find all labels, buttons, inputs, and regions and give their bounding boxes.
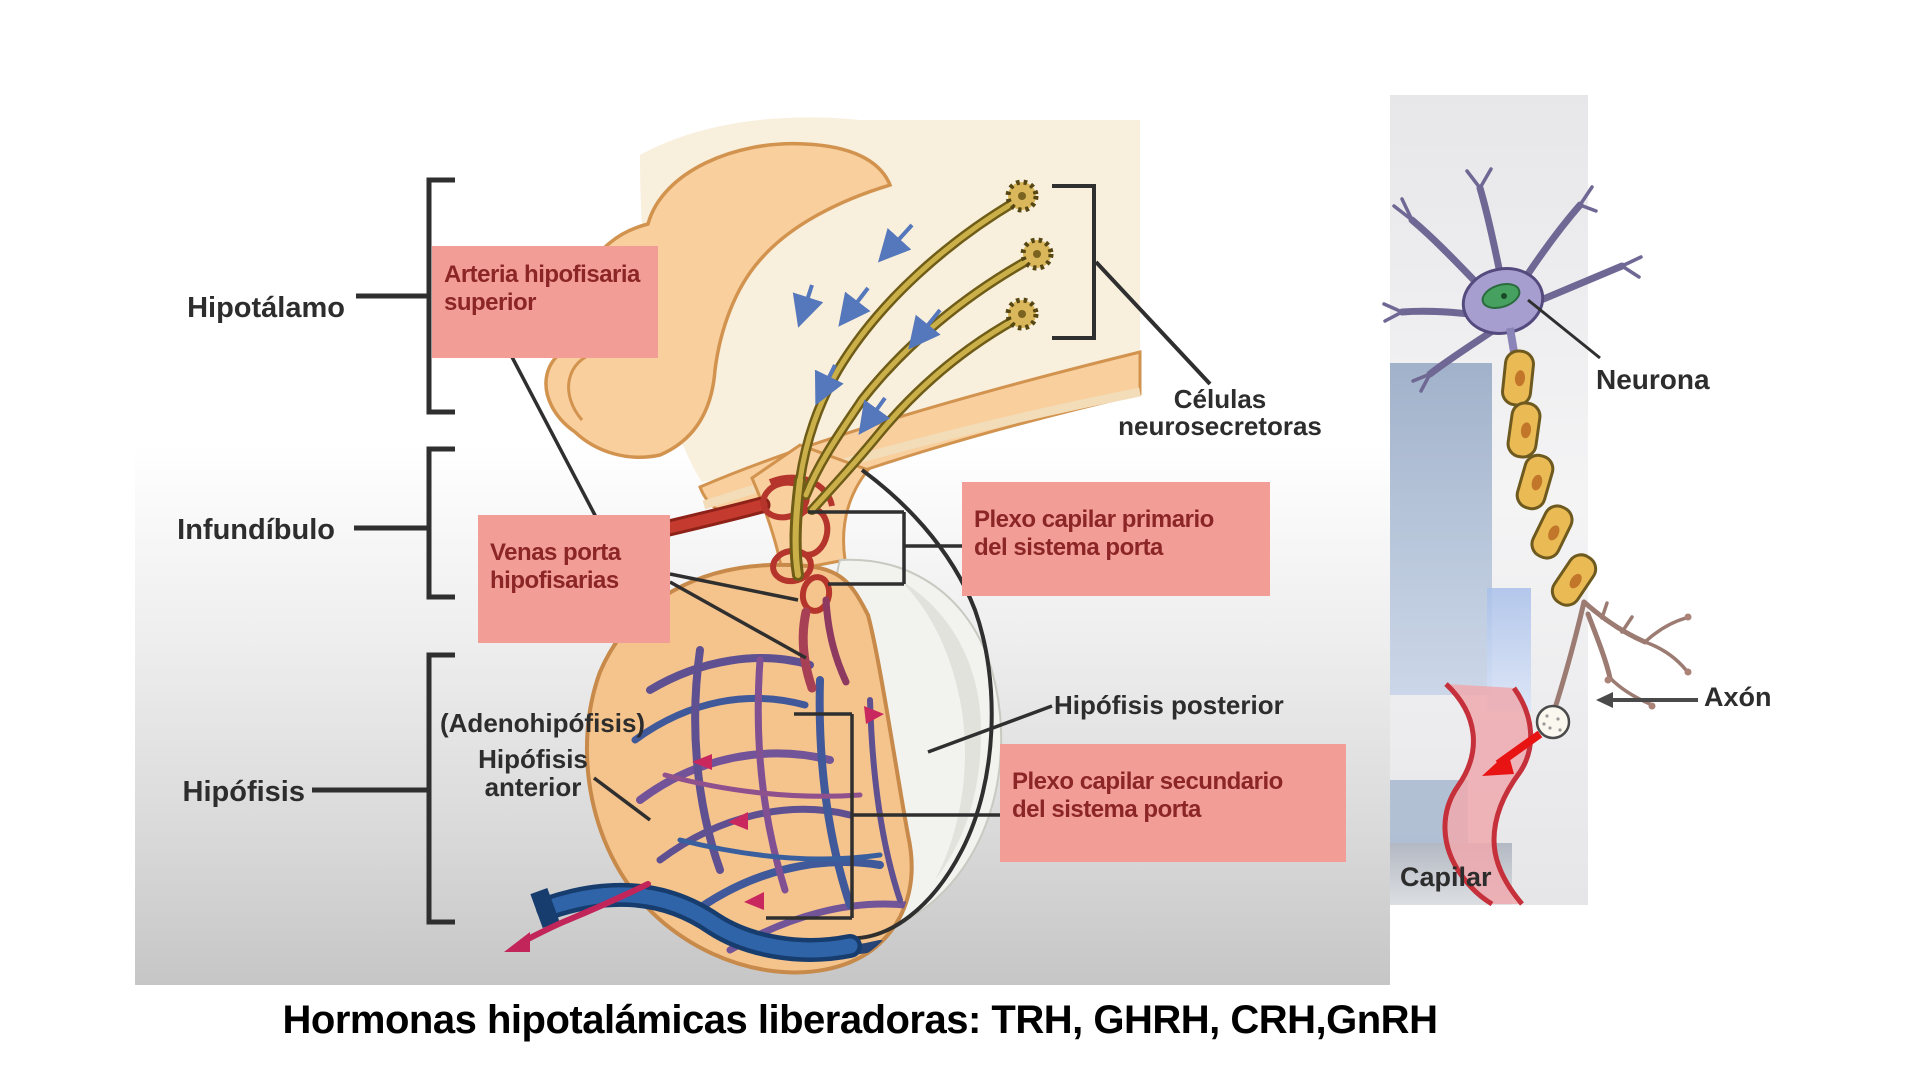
axon-terminals — [1553, 599, 1692, 710]
panel-blue-rect-1 — [1390, 363, 1492, 695]
connector-lines — [312, 177, 1212, 925]
posterior-outline-curve — [844, 468, 994, 941]
neurosecretory-cell-bodies — [1005, 179, 1054, 331]
posterior-lobe-shading — [900, 580, 981, 880]
hypothalamus-pituitary-plate — [312, 117, 1212, 975]
gland-flow-arrows — [692, 706, 884, 910]
axon-flow-arrows — [792, 223, 942, 435]
neurona-pointer — [1527, 298, 1601, 360]
nucleolus — [1501, 293, 1507, 299]
secondary-capillary-network — [631, 646, 909, 957]
superior-hypophyseal-artery — [592, 499, 768, 551]
myelinated-axon — [1501, 349, 1598, 607]
capillary — [1442, 682, 1534, 907]
efferent-vein — [530, 882, 862, 962]
outflow-arrow — [504, 881, 651, 952]
synaptic-bulb — [1535, 704, 1571, 740]
axon-hillock — [1506, 327, 1518, 353]
anterior-lobe — [584, 562, 914, 975]
secretion-arrow — [1482, 730, 1543, 776]
axon-pointer — [1596, 692, 1698, 708]
neurosecretory-axons — [789, 195, 1037, 581]
neuron-panel — [1382, 95, 1698, 907]
portal-veins — [798, 596, 850, 693]
